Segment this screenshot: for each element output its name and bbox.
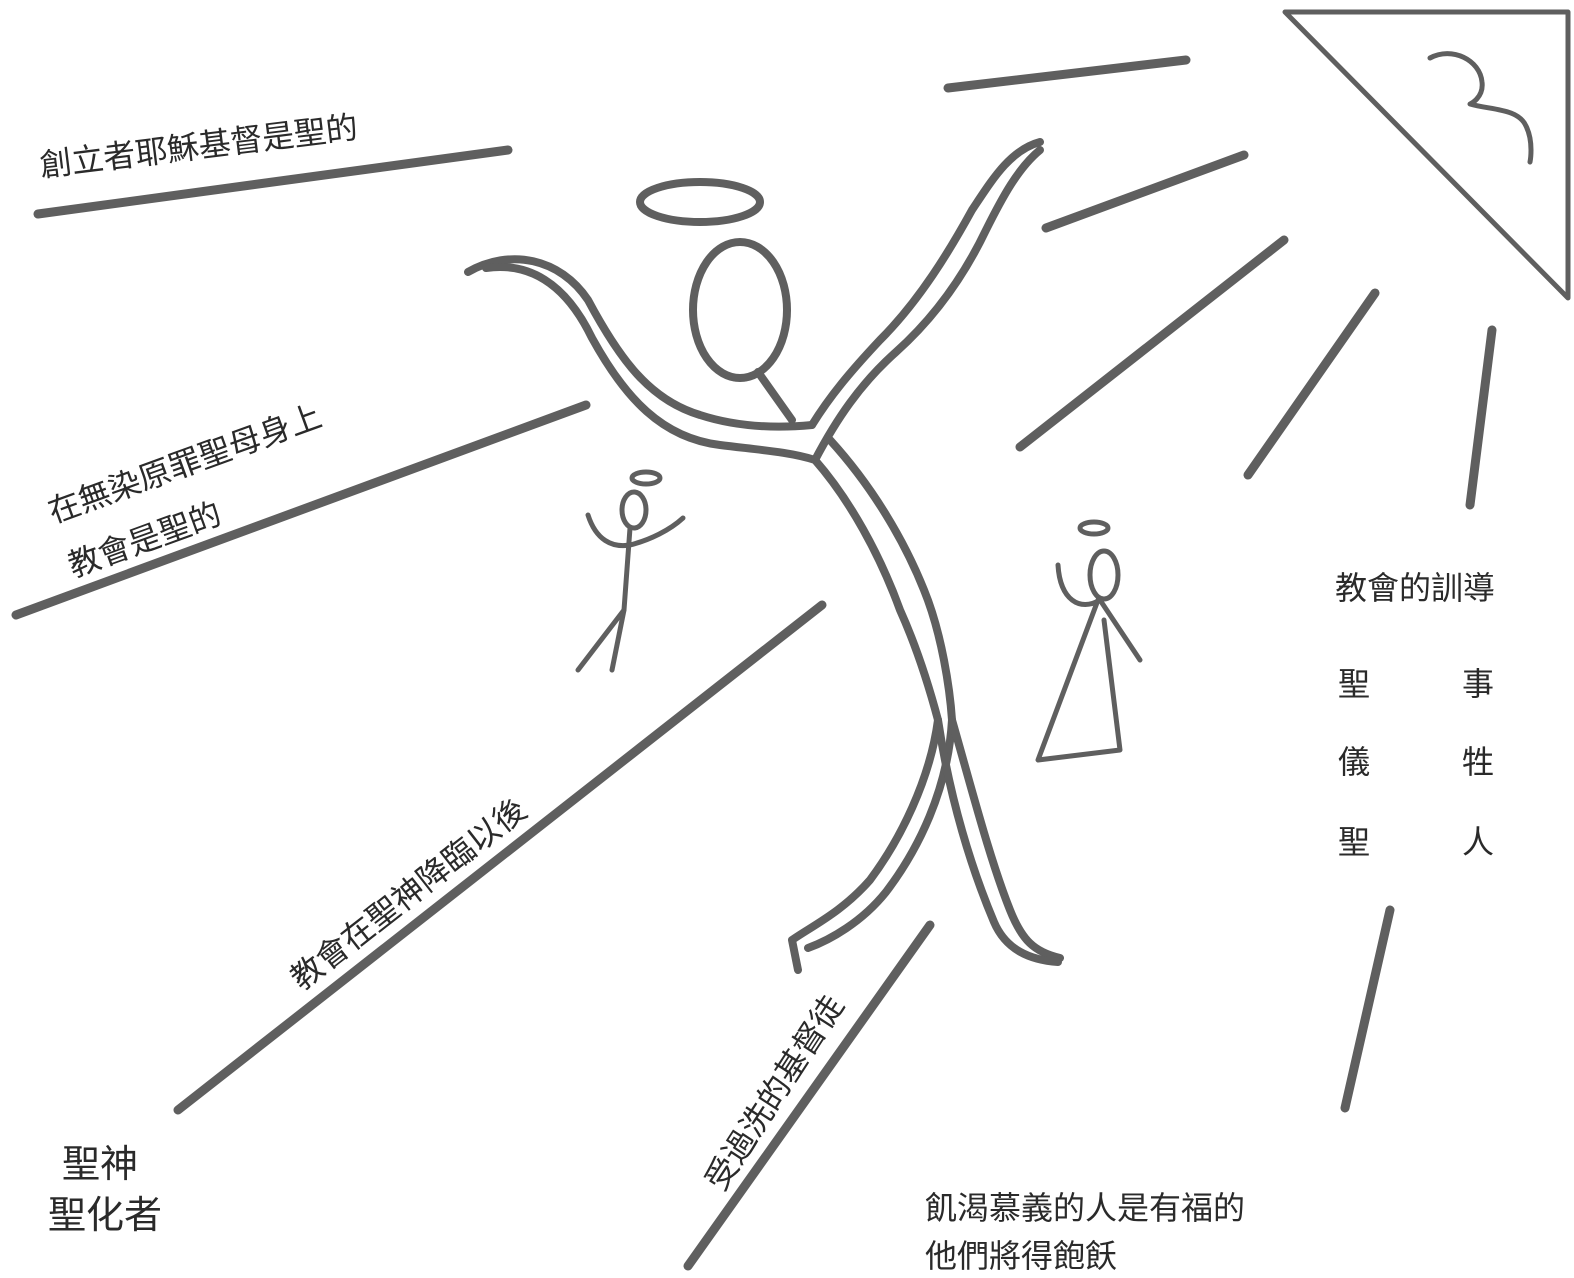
ray-top-3 bbox=[1015, 235, 1289, 452]
right-leg-inner bbox=[934, 716, 1062, 966]
label-holy-spirit: 聖神 bbox=[62, 1142, 139, 1186]
right-arm-outer bbox=[808, 138, 1044, 429]
ray-right-1 bbox=[1465, 325, 1497, 510]
central-figure bbox=[464, 138, 1064, 974]
light-rays bbox=[11, 55, 1497, 1271]
label-col-left-3: 聖 bbox=[1338, 823, 1371, 861]
ray-mary bbox=[11, 400, 591, 620]
halo bbox=[636, 178, 764, 226]
dove-icon bbox=[1427, 51, 1534, 165]
label-sanctifier: 聖化者 bbox=[48, 1193, 163, 1237]
torso-right bbox=[826, 436, 956, 724]
head bbox=[689, 238, 791, 382]
small-head-right bbox=[1087, 548, 1121, 602]
left-arm-upper bbox=[464, 255, 816, 431]
small-body-right bbox=[1055, 562, 1143, 663]
ray-pentecost bbox=[173, 600, 827, 1115]
label-col-right-3: 人 bbox=[1462, 823, 1495, 861]
ray-top-1 bbox=[943, 55, 1191, 93]
triangle bbox=[1282, 9, 1571, 301]
label-col-right-1: 事 bbox=[1462, 665, 1495, 703]
neck bbox=[754, 368, 796, 424]
small-halo-right bbox=[1077, 519, 1111, 537]
ray-baptized bbox=[683, 920, 935, 1271]
label-magisterium: 教會的訓導 bbox=[1335, 569, 1496, 607]
small-halo-left bbox=[629, 469, 663, 487]
ray-founder bbox=[33, 145, 513, 219]
label-col-left-2: 儀 bbox=[1338, 743, 1371, 781]
ray-right-2 bbox=[1340, 905, 1395, 1113]
ray-top-4 bbox=[1243, 288, 1380, 480]
label-beatitude-line2: 他們將得飽飫 bbox=[925, 1237, 1118, 1275]
small-head-left bbox=[619, 489, 649, 531]
ray-top-2 bbox=[1041, 150, 1249, 233]
small-figure-right bbox=[1035, 519, 1143, 763]
trinity-triangle bbox=[1282, 9, 1571, 301]
left-leg-outer bbox=[788, 716, 942, 974]
right-arm-inner bbox=[811, 146, 1044, 464]
torso-left bbox=[811, 456, 942, 724]
label-col-right-2: 牲 bbox=[1462, 743, 1495, 781]
label-col-left-1: 聖 bbox=[1338, 665, 1371, 703]
right-leg-outer bbox=[948, 716, 1064, 962]
small-figure-left bbox=[575, 469, 686, 673]
left-arm-lower bbox=[482, 263, 819, 464]
label-beatitude-line1: 飢渴慕義的人是有福的 bbox=[925, 1189, 1246, 1227]
